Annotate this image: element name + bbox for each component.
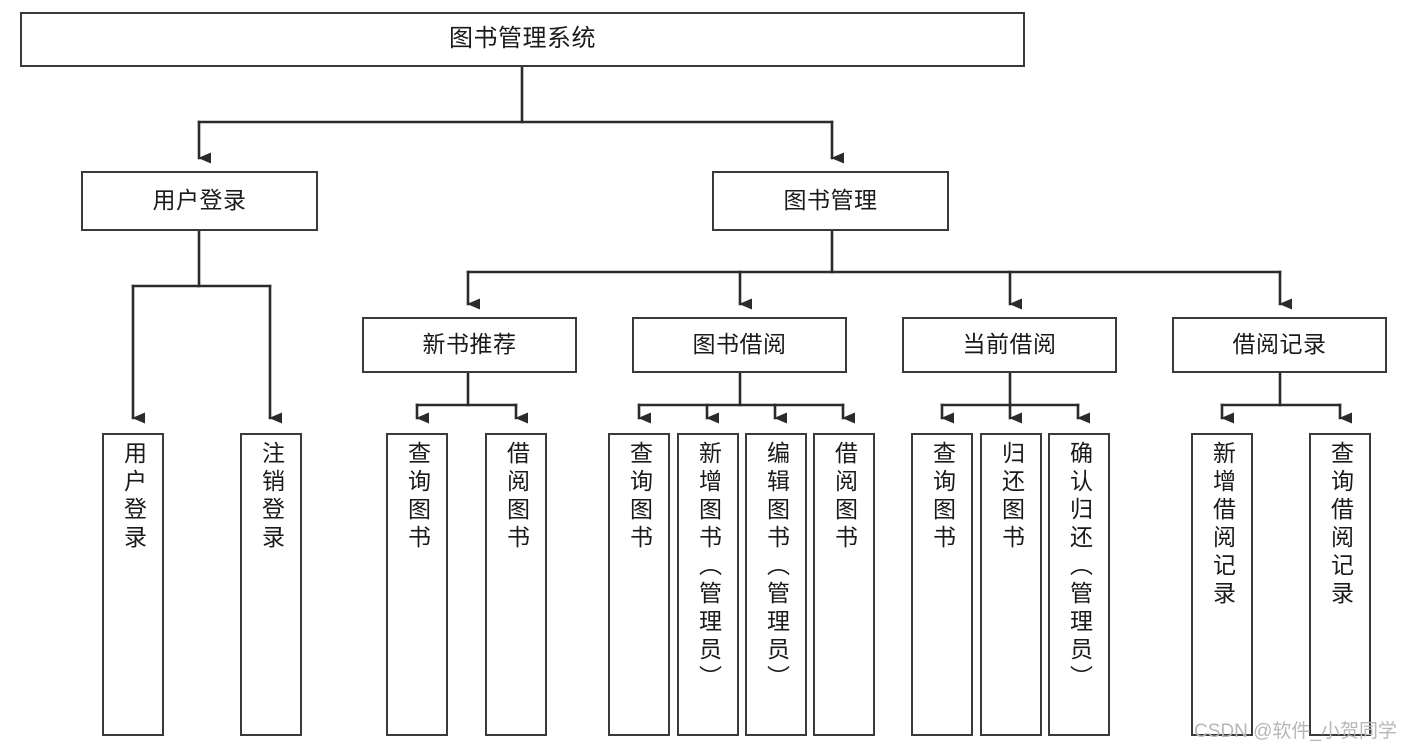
leaf-borrow-borrow-book[interactable]: 借阅图书 — [813, 433, 875, 736]
node-root-system[interactable]: 图书管理系统 — [20, 12, 1025, 67]
leaf-user-login-login[interactable]: 用户登录 — [102, 433, 164, 736]
node-new-book-recommend[interactable]: 新书推荐 — [362, 317, 577, 373]
csdn-watermark: CSDN @软件_小贺同学 — [1194, 721, 1397, 742]
node-book-borrow[interactable]: 图书借阅 — [632, 317, 847, 373]
node-label: 查询借阅记录 — [1327, 441, 1354, 609]
leaf-borrow-add-book-admin[interactable]: 新增图书（管理员） — [677, 433, 739, 736]
node-label: 编辑图书（管理员） — [763, 441, 790, 693]
node-user-login[interactable]: 用户登录 — [81, 171, 318, 231]
node-label: 借阅图书 — [831, 441, 858, 553]
node-label: 新书推荐 — [422, 331, 517, 358]
node-label: 借阅记录 — [1232, 331, 1327, 358]
node-label: 用户登录 — [120, 441, 147, 553]
node-label: 新增图书（管理员） — [695, 441, 722, 693]
node-label: 图书借阅 — [692, 331, 787, 358]
leaf-record-query-record[interactable]: 查询借阅记录 — [1309, 433, 1371, 736]
node-borrow-record[interactable]: 借阅记录 — [1172, 317, 1387, 373]
leaf-new-book-query[interactable]: 查询图书 — [386, 433, 448, 736]
node-label: 借阅图书 — [503, 441, 530, 553]
leaf-record-add-record[interactable]: 新增借阅记录 — [1191, 433, 1253, 736]
node-label: 查询图书 — [929, 441, 956, 553]
node-label: 图书管理 — [783, 187, 878, 214]
node-book-management[interactable]: 图书管理 — [712, 171, 949, 231]
leaf-current-query-book[interactable]: 查询图书 — [911, 433, 973, 736]
node-label: 注销登录 — [258, 441, 285, 553]
node-label: 图书管理系统 — [449, 25, 596, 53]
node-label: 当前借阅 — [962, 331, 1057, 358]
leaf-current-confirm-return-admin[interactable]: 确认归还（管理员） — [1048, 433, 1110, 736]
node-label: 确认归还（管理员） — [1066, 441, 1093, 693]
leaf-user-login-logout[interactable]: 注销登录 — [240, 433, 302, 736]
node-label: 查询图书 — [404, 441, 431, 553]
leaf-borrow-edit-book-admin[interactable]: 编辑图书（管理员） — [745, 433, 807, 736]
node-label: 用户登录 — [152, 187, 247, 214]
leaf-borrow-query-book[interactable]: 查询图书 — [608, 433, 670, 736]
node-current-borrow[interactable]: 当前借阅 — [902, 317, 1117, 373]
node-label: 查询图书 — [626, 441, 653, 553]
node-label: 新增借阅记录 — [1209, 441, 1236, 609]
leaf-new-book-borrow[interactable]: 借阅图书 — [485, 433, 547, 736]
leaf-current-return-book[interactable]: 归还图书 — [980, 433, 1042, 736]
node-label: 归还图书 — [998, 441, 1025, 553]
